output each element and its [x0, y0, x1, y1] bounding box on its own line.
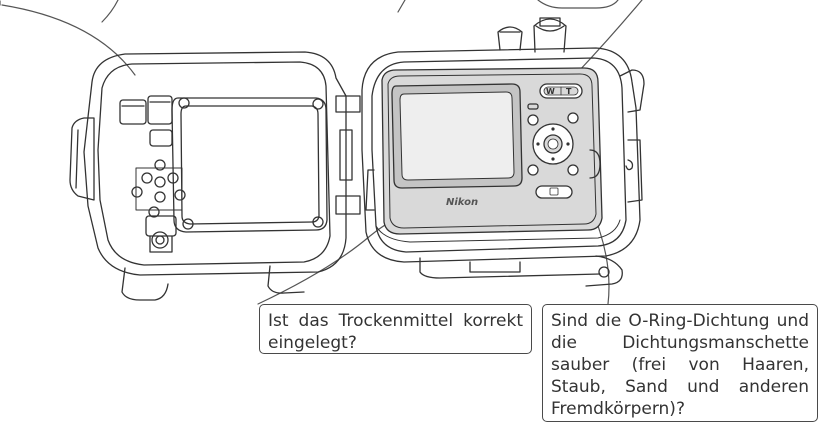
callout-o-ring: Sind die O-Ring-Dichtung und die Dichtun… [542, 304, 818, 422]
camera-brand-label: Nikon [446, 197, 478, 208]
zoom-button [539, 83, 583, 99]
shooting-button [535, 185, 573, 199]
zoom-wide-label: W [546, 87, 555, 96]
camera [381, 67, 603, 235]
housing-body [361, 17, 645, 287]
callout-desiccant-text: Ist das Trockenmittel korrekt ein­gelegt… [268, 311, 523, 353]
housing-door [69, 51, 361, 301]
callout-desiccant: Ist das Trockenmittel korrekt ein­gelegt… [259, 304, 532, 354]
zoom-tele-label: T [566, 87, 572, 96]
lcd-screen [391, 83, 523, 189]
multi-selector-icon [532, 123, 574, 165]
playback-button-icon [567, 164, 579, 176]
mode-button-icon [527, 114, 539, 126]
delete-button-icon [527, 164, 539, 176]
menu-button-icon [567, 112, 579, 124]
callout-o-ring-text: Sind die O-Ring-Dichtung und die Dichtun… [551, 311, 809, 419]
